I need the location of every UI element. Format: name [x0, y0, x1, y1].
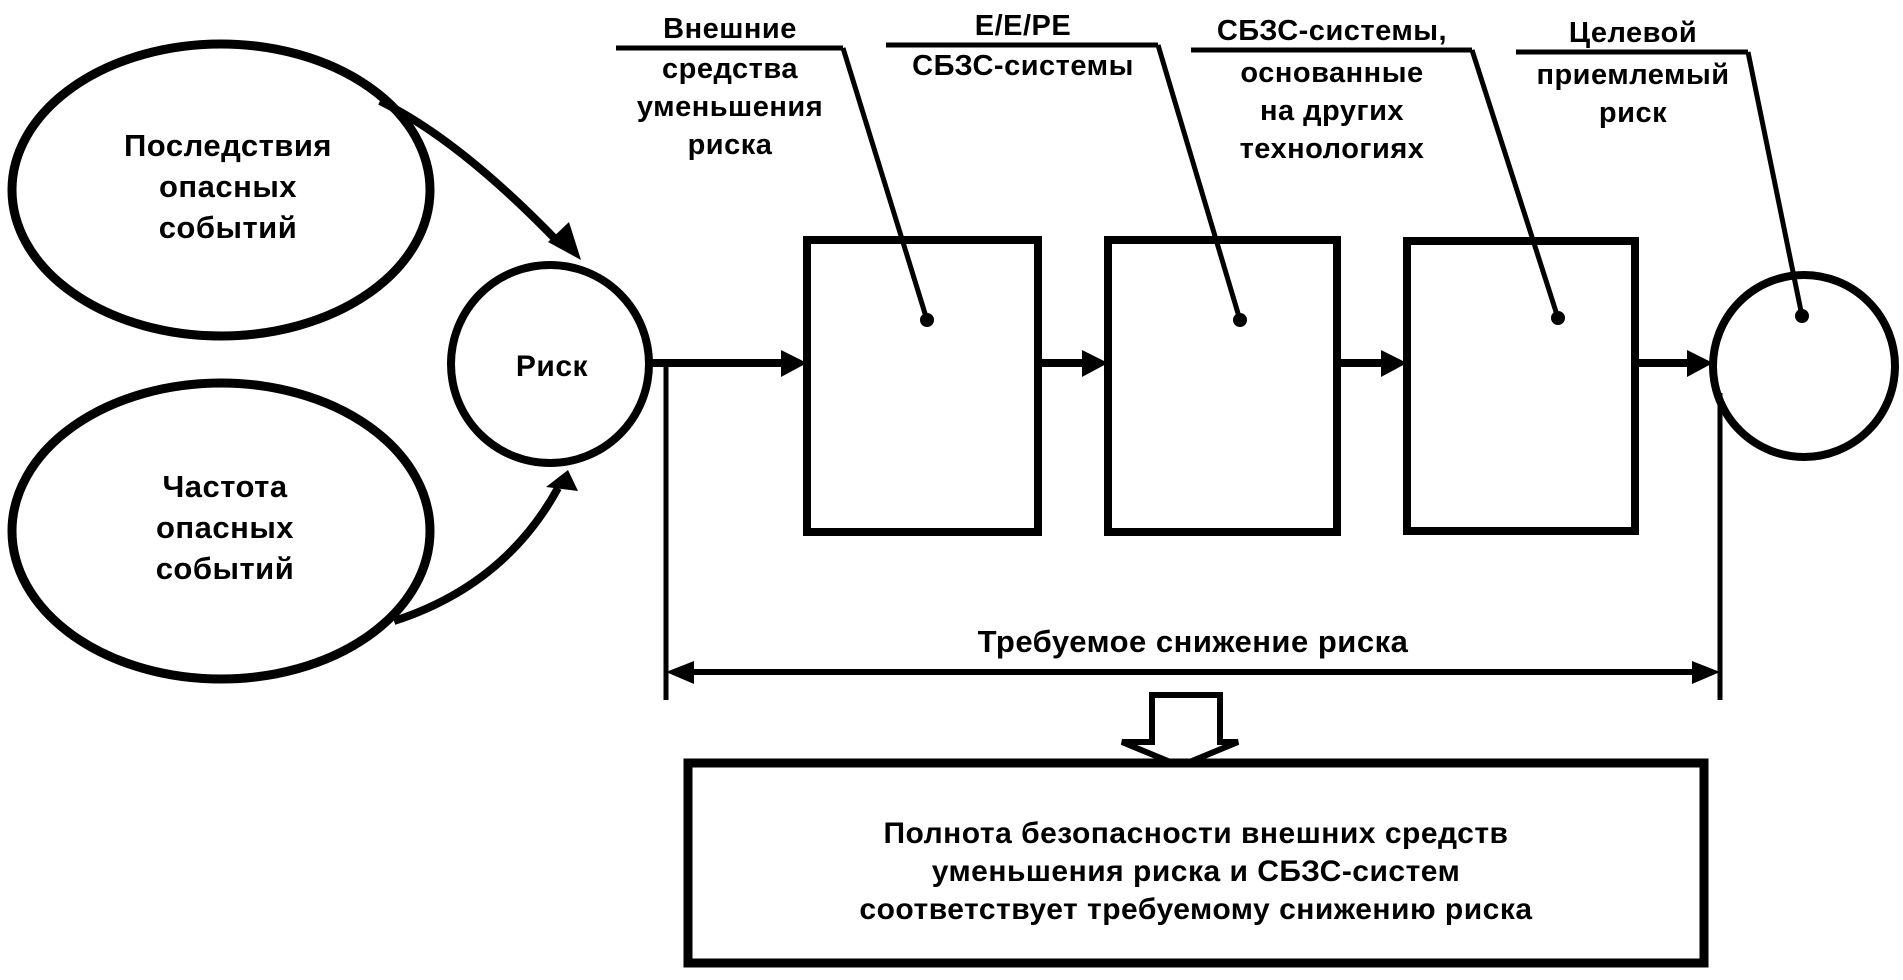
- frequency-label-line: Частота: [162, 469, 287, 504]
- consequences-ellipse: [7, 39, 435, 341]
- callout-line: приемлемый: [1536, 59, 1729, 91]
- callout-dot: [1795, 309, 1809, 323]
- callout-leader: [1469, 49, 1561, 319]
- arrowhead-icon: [1687, 350, 1713, 377]
- callout-external-means: Внешние средства уменьшения риска: [616, 13, 934, 327]
- frequency-label-line: опасных: [156, 510, 294, 545]
- callout-target-risk: Целевой приемлемый риск: [1516, 17, 1809, 323]
- callout-line: E/E/PE: [975, 10, 1072, 42]
- arrowhead-icon: [666, 661, 694, 684]
- curved-arrow-line: [378, 97, 563, 247]
- risk-node: Риск: [447, 261, 653, 467]
- note-line: Полнота безопасности внешних средств: [883, 817, 1508, 850]
- callout-leader: [1745, 51, 1805, 317]
- frequency-ellipse: [7, 378, 435, 684]
- note-box: [683, 758, 1709, 968]
- callout-leader: [1155, 44, 1243, 321]
- arrowhead-icon: [548, 222, 581, 260]
- consequences-to-risk-arrow: [378, 97, 581, 260]
- external-means-box: [803, 236, 1042, 536]
- dimension-label: Требуемое снижение риска: [978, 624, 1409, 659]
- arrowhead-icon: [781, 350, 807, 377]
- arrowhead-icon: [1082, 350, 1108, 377]
- eepe-systems-box: [1104, 236, 1341, 536]
- callout-line: уменьшения: [637, 91, 823, 123]
- frequency-to-risk-arrow: [392, 470, 578, 625]
- callout-dot: [920, 313, 934, 327]
- other-tech-systems-box: [1403, 237, 1639, 535]
- consequences-label-line: событий: [159, 210, 298, 245]
- note-box-group: Полнота безопасности внешних средств уме…: [683, 758, 1709, 968]
- callout-line: технологиях: [1240, 133, 1425, 165]
- callout-line: средства: [662, 53, 798, 85]
- callout-line: СБЗС-системы: [912, 50, 1134, 82]
- consequences-label-line: Последствия: [124, 128, 332, 163]
- target-risk-circle: [1709, 271, 1899, 461]
- note-line: соответствует требуемому снижению риска: [859, 893, 1532, 926]
- callout-line: Внешние: [663, 13, 797, 45]
- callout-line: на других: [1260, 95, 1404, 127]
- callout-dot: [1233, 313, 1247, 327]
- frequency-label-line: событий: [156, 551, 295, 586]
- risk-label: Риск: [516, 350, 589, 383]
- frequency-node: Частота опасных событий: [7, 378, 435, 684]
- callout-line: риска: [688, 129, 773, 161]
- note-line: уменьшения риска и СБЗС-систем: [932, 855, 1461, 888]
- callout-dot: [1551, 311, 1565, 325]
- required-risk-reduction-dimension: Требуемое снижение риска: [663, 363, 1723, 700]
- arrowhead-icon: [546, 470, 578, 491]
- callout-line: риск: [1599, 97, 1667, 129]
- callout-line: основанные: [1240, 57, 1423, 89]
- callout-leader: [840, 47, 930, 321]
- arrowhead-icon: [1381, 350, 1407, 377]
- arrowhead-icon: [1692, 661, 1720, 684]
- consequences-node: Последствия опасных событий: [7, 39, 435, 341]
- flow-arrows: [649, 350, 1713, 377]
- callout-line: Целевой: [1569, 17, 1697, 49]
- callout-eepe: E/E/PE СБЗС-системы: [886, 10, 1247, 327]
- curved-arrow-line: [392, 486, 562, 625]
- callout-line: СБЗС-системы,: [1217, 15, 1447, 47]
- callout-other-tech: СБЗС-системы, основанные на других техно…: [1191, 15, 1565, 325]
- down-arrow-icon: [1120, 692, 1240, 770]
- consequences-label-line: опасных: [159, 169, 297, 204]
